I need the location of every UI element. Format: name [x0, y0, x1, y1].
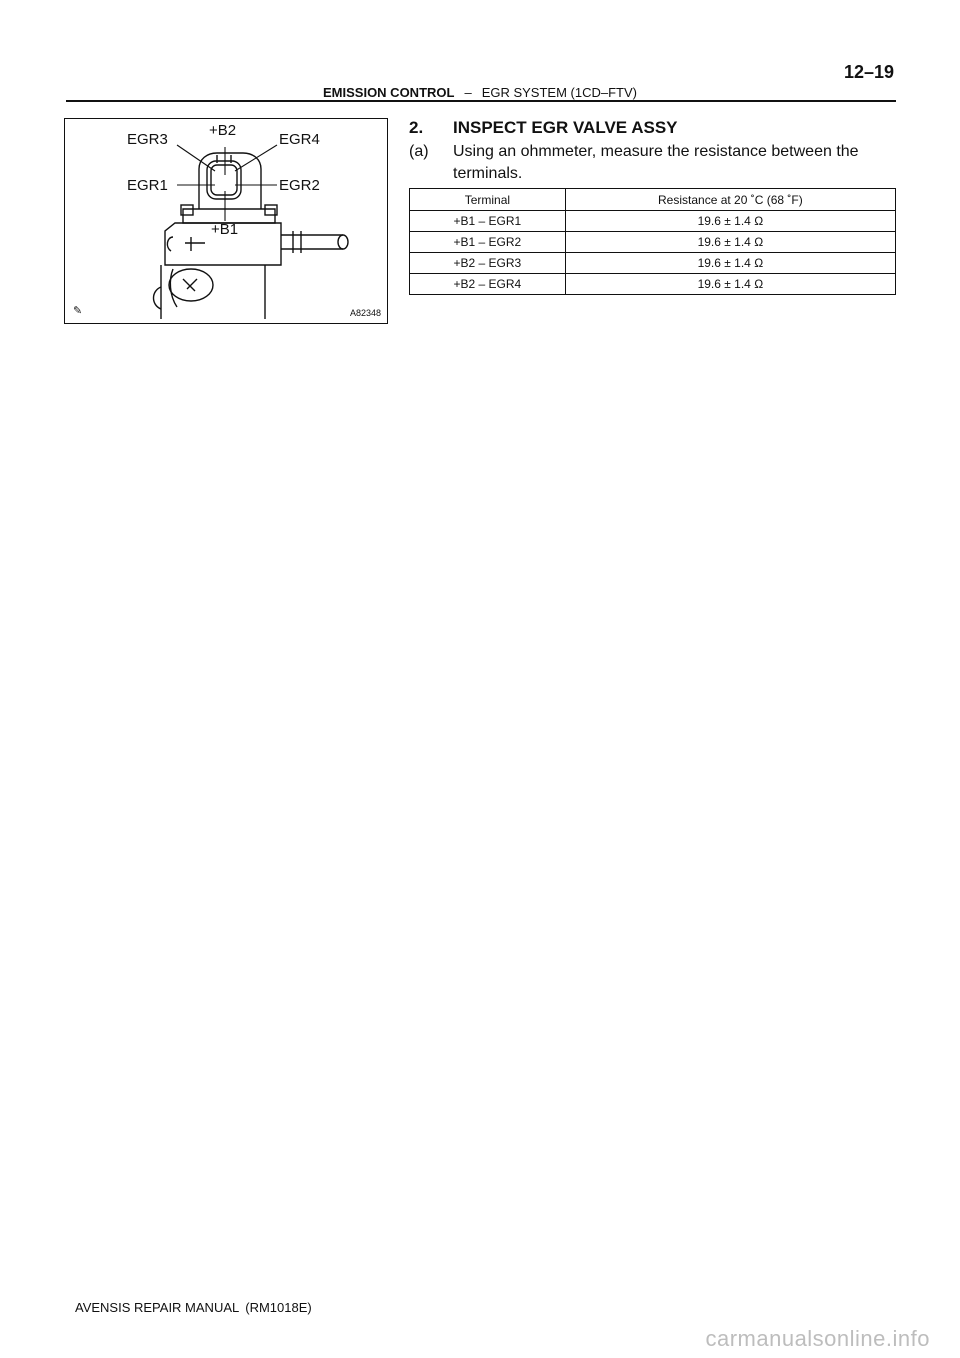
header-section: EMISSION CONTROL: [323, 85, 455, 100]
figure-id: A82348: [349, 308, 381, 318]
label-b2: +B2: [209, 122, 237, 139]
resistance-cell: 19.6 ± 1.4 Ω: [564, 273, 897, 295]
terminal-cell: +B2 – EGR3: [409, 252, 566, 274]
table-row: +B1 – EGR2 19.6 ± 1.4 Ω: [409, 231, 897, 253]
label-b1: +B1: [211, 221, 239, 238]
running-header: EMISSION CONTROL–EGR SYSTEM (1CD–FTV): [0, 85, 960, 100]
terminal-cell: +B2 – EGR4: [409, 273, 566, 295]
terminal-cell: +B1 – EGR1: [409, 210, 566, 232]
page-number: 12–19: [843, 62, 894, 82]
resistance-cell: 19.6 ± 1.4 Ω: [564, 231, 897, 253]
page-footer: AVENSIS REPAIR MANUAL (RM1018E): [75, 1300, 312, 1315]
label-egr4: EGR4: [279, 131, 320, 148]
egr-valve-drawing: [152, 144, 349, 319]
footer-manual-code: (RM1018E): [245, 1300, 312, 1315]
header-rule: [66, 100, 896, 102]
egr-valve-illustration: EGR3 +B2 EGR4 EGR1 EGR2 +B1 ✎ A82348: [64, 118, 388, 324]
footer-manual-title: AVENSIS REPAIR MANUAL: [75, 1300, 240, 1315]
column-header-resistance: Resistance at 20 ˚C (68 ˚F): [564, 188, 897, 211]
terminal-cell: +B1 – EGR2: [409, 231, 566, 253]
label-egr3: EGR3: [127, 131, 168, 148]
resistance-cell: 19.6 ± 1.4 Ω: [564, 252, 897, 274]
step-title: INSPECT EGR VALVE ASSY: [453, 118, 678, 137]
resistance-cell: 19.6 ± 1.4 Ω: [564, 210, 897, 232]
substep-text: Using an ohmmeter, measure the resistanc…: [453, 143, 859, 182]
header-separator: –: [464, 85, 472, 100]
pencil-icon: ✎: [73, 305, 83, 317]
label-egr1: EGR1: [127, 177, 168, 194]
substep-label: (a): [409, 143, 429, 160]
step-heading: 2. INSPECT EGR VALVE ASSY: [409, 118, 678, 138]
site-watermark: carmanualsonline.info: [705, 1326, 930, 1351]
resistance-spec-table: Terminal Resistance at 20 ˚C (68 ˚F) +B1…: [409, 188, 897, 295]
header-subsection: EGR SYSTEM (1CD–FTV): [481, 85, 637, 100]
table-header-row: Terminal Resistance at 20 ˚C (68 ˚F): [409, 188, 897, 211]
table-row: +B1 – EGR1 19.6 ± 1.4 Ω: [409, 210, 897, 232]
table-row: +B2 – EGR3 19.6 ± 1.4 Ω: [409, 252, 897, 274]
column-header-terminal: Terminal: [409, 188, 566, 211]
table-row: +B2 – EGR4 19.6 ± 1.4 Ω: [409, 273, 897, 295]
label-egr2: EGR2: [279, 177, 320, 194]
step-number: 2.: [409, 118, 424, 137]
